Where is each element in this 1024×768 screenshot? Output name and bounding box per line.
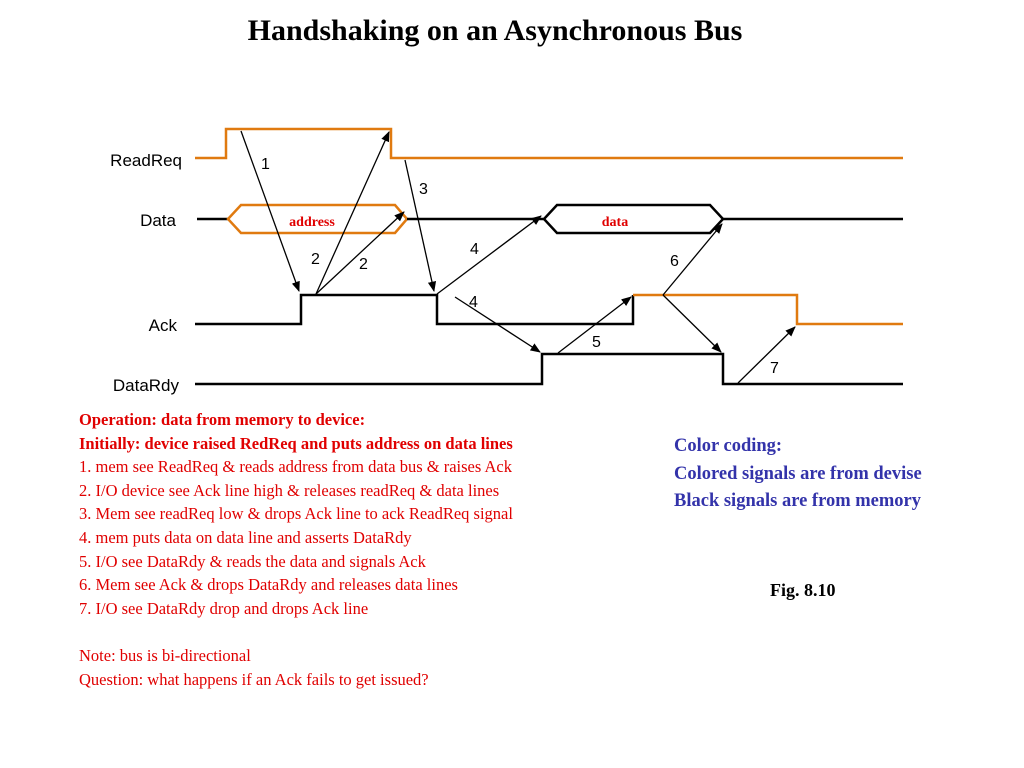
arrow-step-3 [404,159,437,293]
color-coding-legend: Color coding: Colored signals are from d… [674,433,922,516]
legend-title: Color coding: [674,436,783,456]
arrow-step-2a [315,131,390,295]
signal-label-data: Data [140,211,176,230]
step-number-5: 5 [592,334,601,351]
bus-label-address: address [289,215,335,230]
causality-arrows [240,130,796,384]
notes-question: Question: what happens if an Ack fails t… [79,669,429,689]
waveform-data-bus [197,203,903,235]
notes-step-5: 5. I/O see DataRdy & reads the data and … [79,551,426,571]
arrow-step-1 [240,130,300,292]
arrow-step-6a [662,223,723,296]
step-number-4b: 4 [469,294,478,311]
legend-device-line: Colored signals are from devise [674,463,922,484]
notes-heading-operation: Operation: data from memory to device: [79,410,366,429]
waveform-datardy [195,352,903,386]
step-number-3: 3 [419,181,428,198]
arrow-step-2b [315,211,405,295]
notes-spacer [79,620,513,644]
step-number-7: 7 [770,360,779,377]
waveform-readreq [195,127,903,160]
arrow-step-6b [662,294,722,353]
signal-label-readreq: ReadReq [110,151,182,170]
figure-label: Fig. 8.10 [770,580,836,600]
step-number-2b: 2 [359,256,368,273]
notes-heading-initially: Initially: device raised RedReq and puts… [79,433,513,453]
bus-label-data: data [602,215,628,230]
step-number-1: 1 [261,156,270,173]
notes-step-6: 6. Mem see Ack & drops DataRdy and relea… [79,575,458,595]
step-number-6: 6 [670,253,679,270]
arrow-step-7 [737,326,796,384]
arrow-step-4b [454,296,541,353]
bus-segment-data [542,203,725,235]
arrow-step-5 [557,296,632,354]
legend-memory-line: Black signals are from memory [674,491,921,511]
operation-notes: Operation: data from memory to device: I… [79,408,513,691]
notes-step-7: 7. I/O see DataRdy drop and drops Ack li… [79,598,369,618]
arrow-step-4a [436,215,542,295]
signal-label-datardy: DataRdy [113,376,180,395]
notes-step-2: 2. I/O device see Ack line high & releas… [79,480,500,500]
step-number-4a: 4 [470,241,479,258]
notes-step-1: 1. mem see ReadReq & reads address from … [79,457,513,477]
waveform-ack [195,293,903,326]
signal-label-ack: Ack [149,316,178,335]
notes-step-3: 3. Mem see readReq low & drops Ack line … [79,504,513,524]
notes-step-4: 4. mem puts data on data line and assert… [79,527,412,547]
page-title: Handshaking on an Asynchronous Bus [247,14,743,47]
step-number-2a: 2 [311,251,320,268]
notes-bidirectional: Note: bus is bi-directional [79,645,251,665]
